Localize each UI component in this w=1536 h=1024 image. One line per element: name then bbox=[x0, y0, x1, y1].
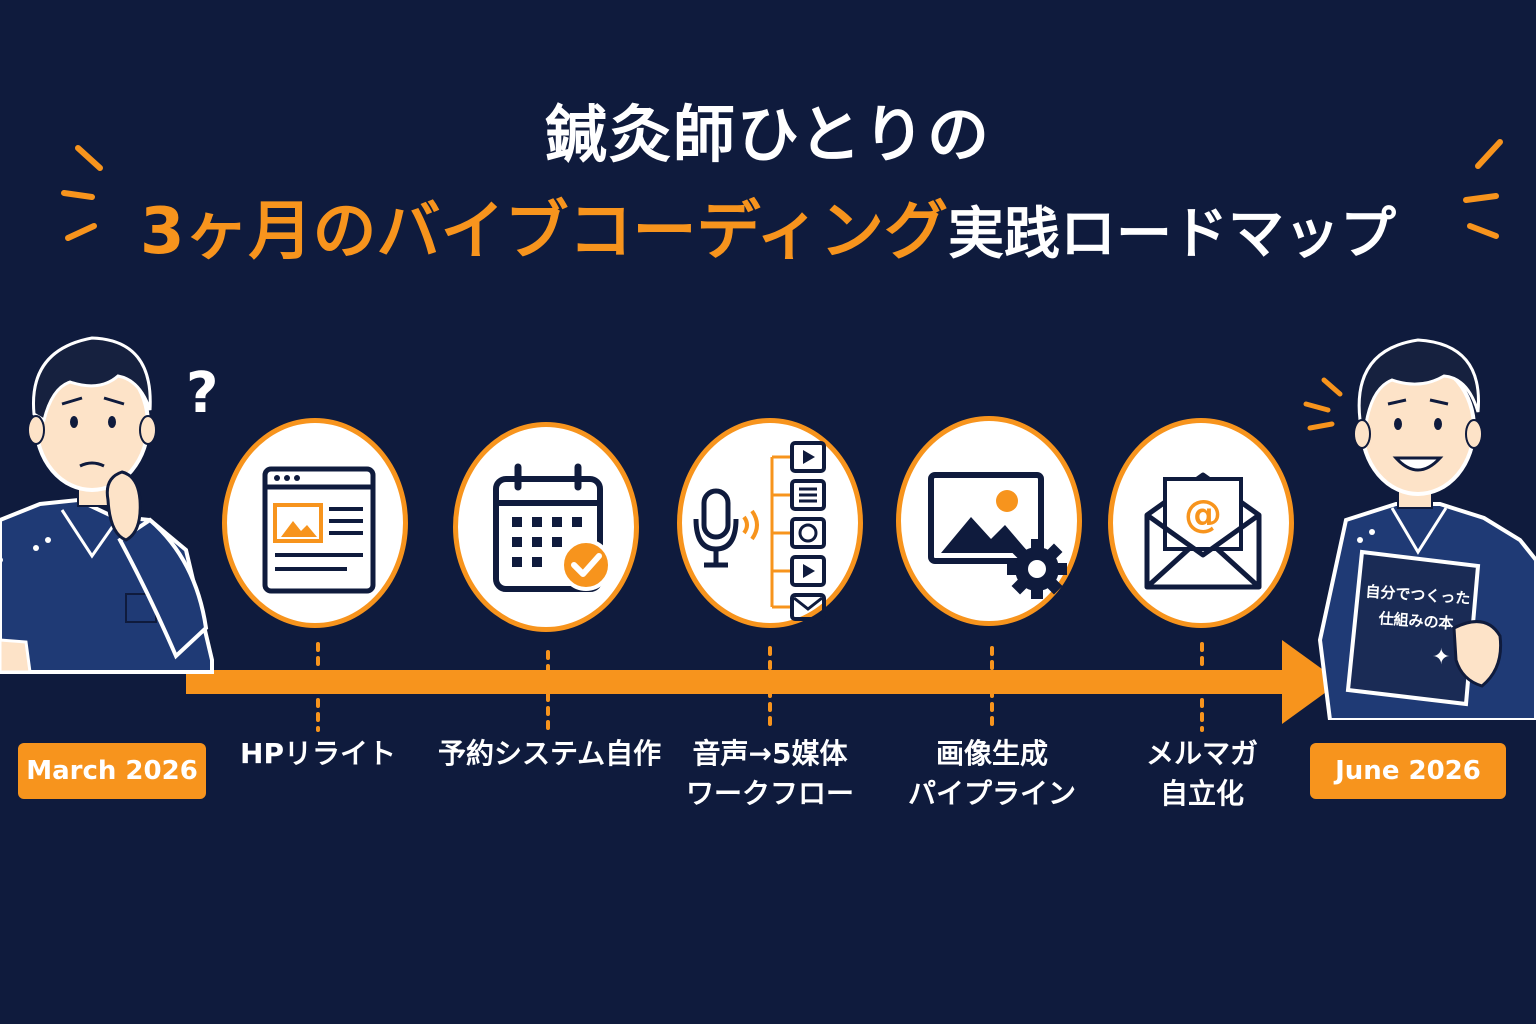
calendar-check-icon bbox=[493, 463, 612, 592]
milestone-label-reservation: 予約システム自作 bbox=[438, 737, 662, 770]
title-line-1: 鍼灸師ひとりの bbox=[544, 98, 992, 171]
book-icon bbox=[1345, 549, 1481, 707]
milestone-label-newsletter: メルマガ 自立化 bbox=[1145, 737, 1258, 810]
milestone-circle-newsletter: @ bbox=[1108, 418, 1294, 628]
milestone-circle-hp bbox=[222, 418, 408, 628]
svg-text:@: @ bbox=[1184, 492, 1222, 536]
milestone-label-hp: HPリライト bbox=[240, 737, 396, 770]
title-rest: 実践ロードマップ bbox=[948, 202, 1397, 267]
confused-person-icon: ? bbox=[0, 336, 218, 674]
book-title: 自分でつくった 仕組みの本 bbox=[1364, 582, 1471, 633]
milestone-circle-image-pipeline bbox=[896, 416, 1082, 626]
happy-person-with-book-icon: ✦ bbox=[1303, 338, 1536, 720]
end-date-badge: June 2026 bbox=[1310, 743, 1506, 799]
milestone-circle-reservation bbox=[453, 422, 639, 632]
microphone-workflow-icon bbox=[693, 441, 826, 621]
start-date-badge: March 2026 bbox=[18, 743, 206, 799]
sparkle-icon bbox=[1303, 377, 1343, 431]
title-highlight: 3ヶ月のバイブコーディング bbox=[139, 195, 949, 269]
email-icon: @ bbox=[1144, 472, 1262, 590]
webpage-icon bbox=[262, 466, 376, 594]
milestone-label-audio-workflow: 音声→5媒体 ワークフロー bbox=[685, 737, 854, 810]
milestone-circle-audio-workflow bbox=[677, 418, 863, 628]
svg-text:✦: ✦ bbox=[1432, 645, 1450, 670]
title-line-2: 3ヶ月のバイブコーディング実践ロードマップ bbox=[0, 180, 1536, 272]
image-gear-icon bbox=[928, 472, 1067, 599]
question-mark-icon: ? bbox=[186, 361, 218, 426]
milestone-label-image-pipeline: 画像生成 パイプライン bbox=[907, 737, 1076, 810]
